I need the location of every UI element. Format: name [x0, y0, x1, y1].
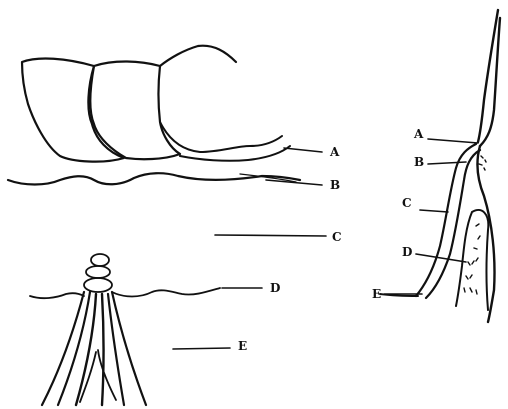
- knob-bottom: [84, 278, 112, 292]
- tooth-right-outline: [160, 46, 236, 66]
- right-leader-a: [428, 139, 478, 143]
- knob-top: [91, 254, 109, 266]
- label-left-a: A: [329, 145, 340, 159]
- label-right-e: E: [372, 287, 381, 301]
- gingival-line: [160, 122, 282, 152]
- leader-line-b: [266, 180, 322, 185]
- root-bundle: [30, 254, 220, 405]
- leader-line-a: [284, 148, 322, 152]
- tooth-wall-inner: [480, 18, 500, 146]
- label-right-d: D: [402, 245, 412, 259]
- label-left-e: E: [238, 339, 247, 353]
- knob-middle: [86, 266, 110, 278]
- right-leader-b: [428, 162, 466, 164]
- label-left-d: D: [270, 281, 280, 295]
- leader-line-c: [215, 235, 326, 236]
- alveolar-bone: [456, 210, 488, 310]
- label-right-a: A: [413, 127, 424, 141]
- label-left-c: C: [332, 230, 342, 244]
- label-right-b: B: [414, 155, 424, 169]
- mucogingival-line: [8, 173, 300, 184]
- wavy-line-d: [30, 288, 220, 298]
- strand-6: [112, 292, 146, 405]
- cross-section: [380, 10, 500, 322]
- label-right-c: C: [402, 196, 412, 210]
- leader-line-e: [173, 348, 230, 349]
- strand-7: [98, 350, 116, 400]
- right-leader-d: [416, 254, 466, 262]
- tooth-root-surface: [477, 146, 494, 322]
- label-left-b: B: [330, 178, 340, 192]
- strand-4: [102, 294, 104, 405]
- teeth-frontal-view: [8, 46, 300, 185]
- right-leader-c: [420, 210, 448, 212]
